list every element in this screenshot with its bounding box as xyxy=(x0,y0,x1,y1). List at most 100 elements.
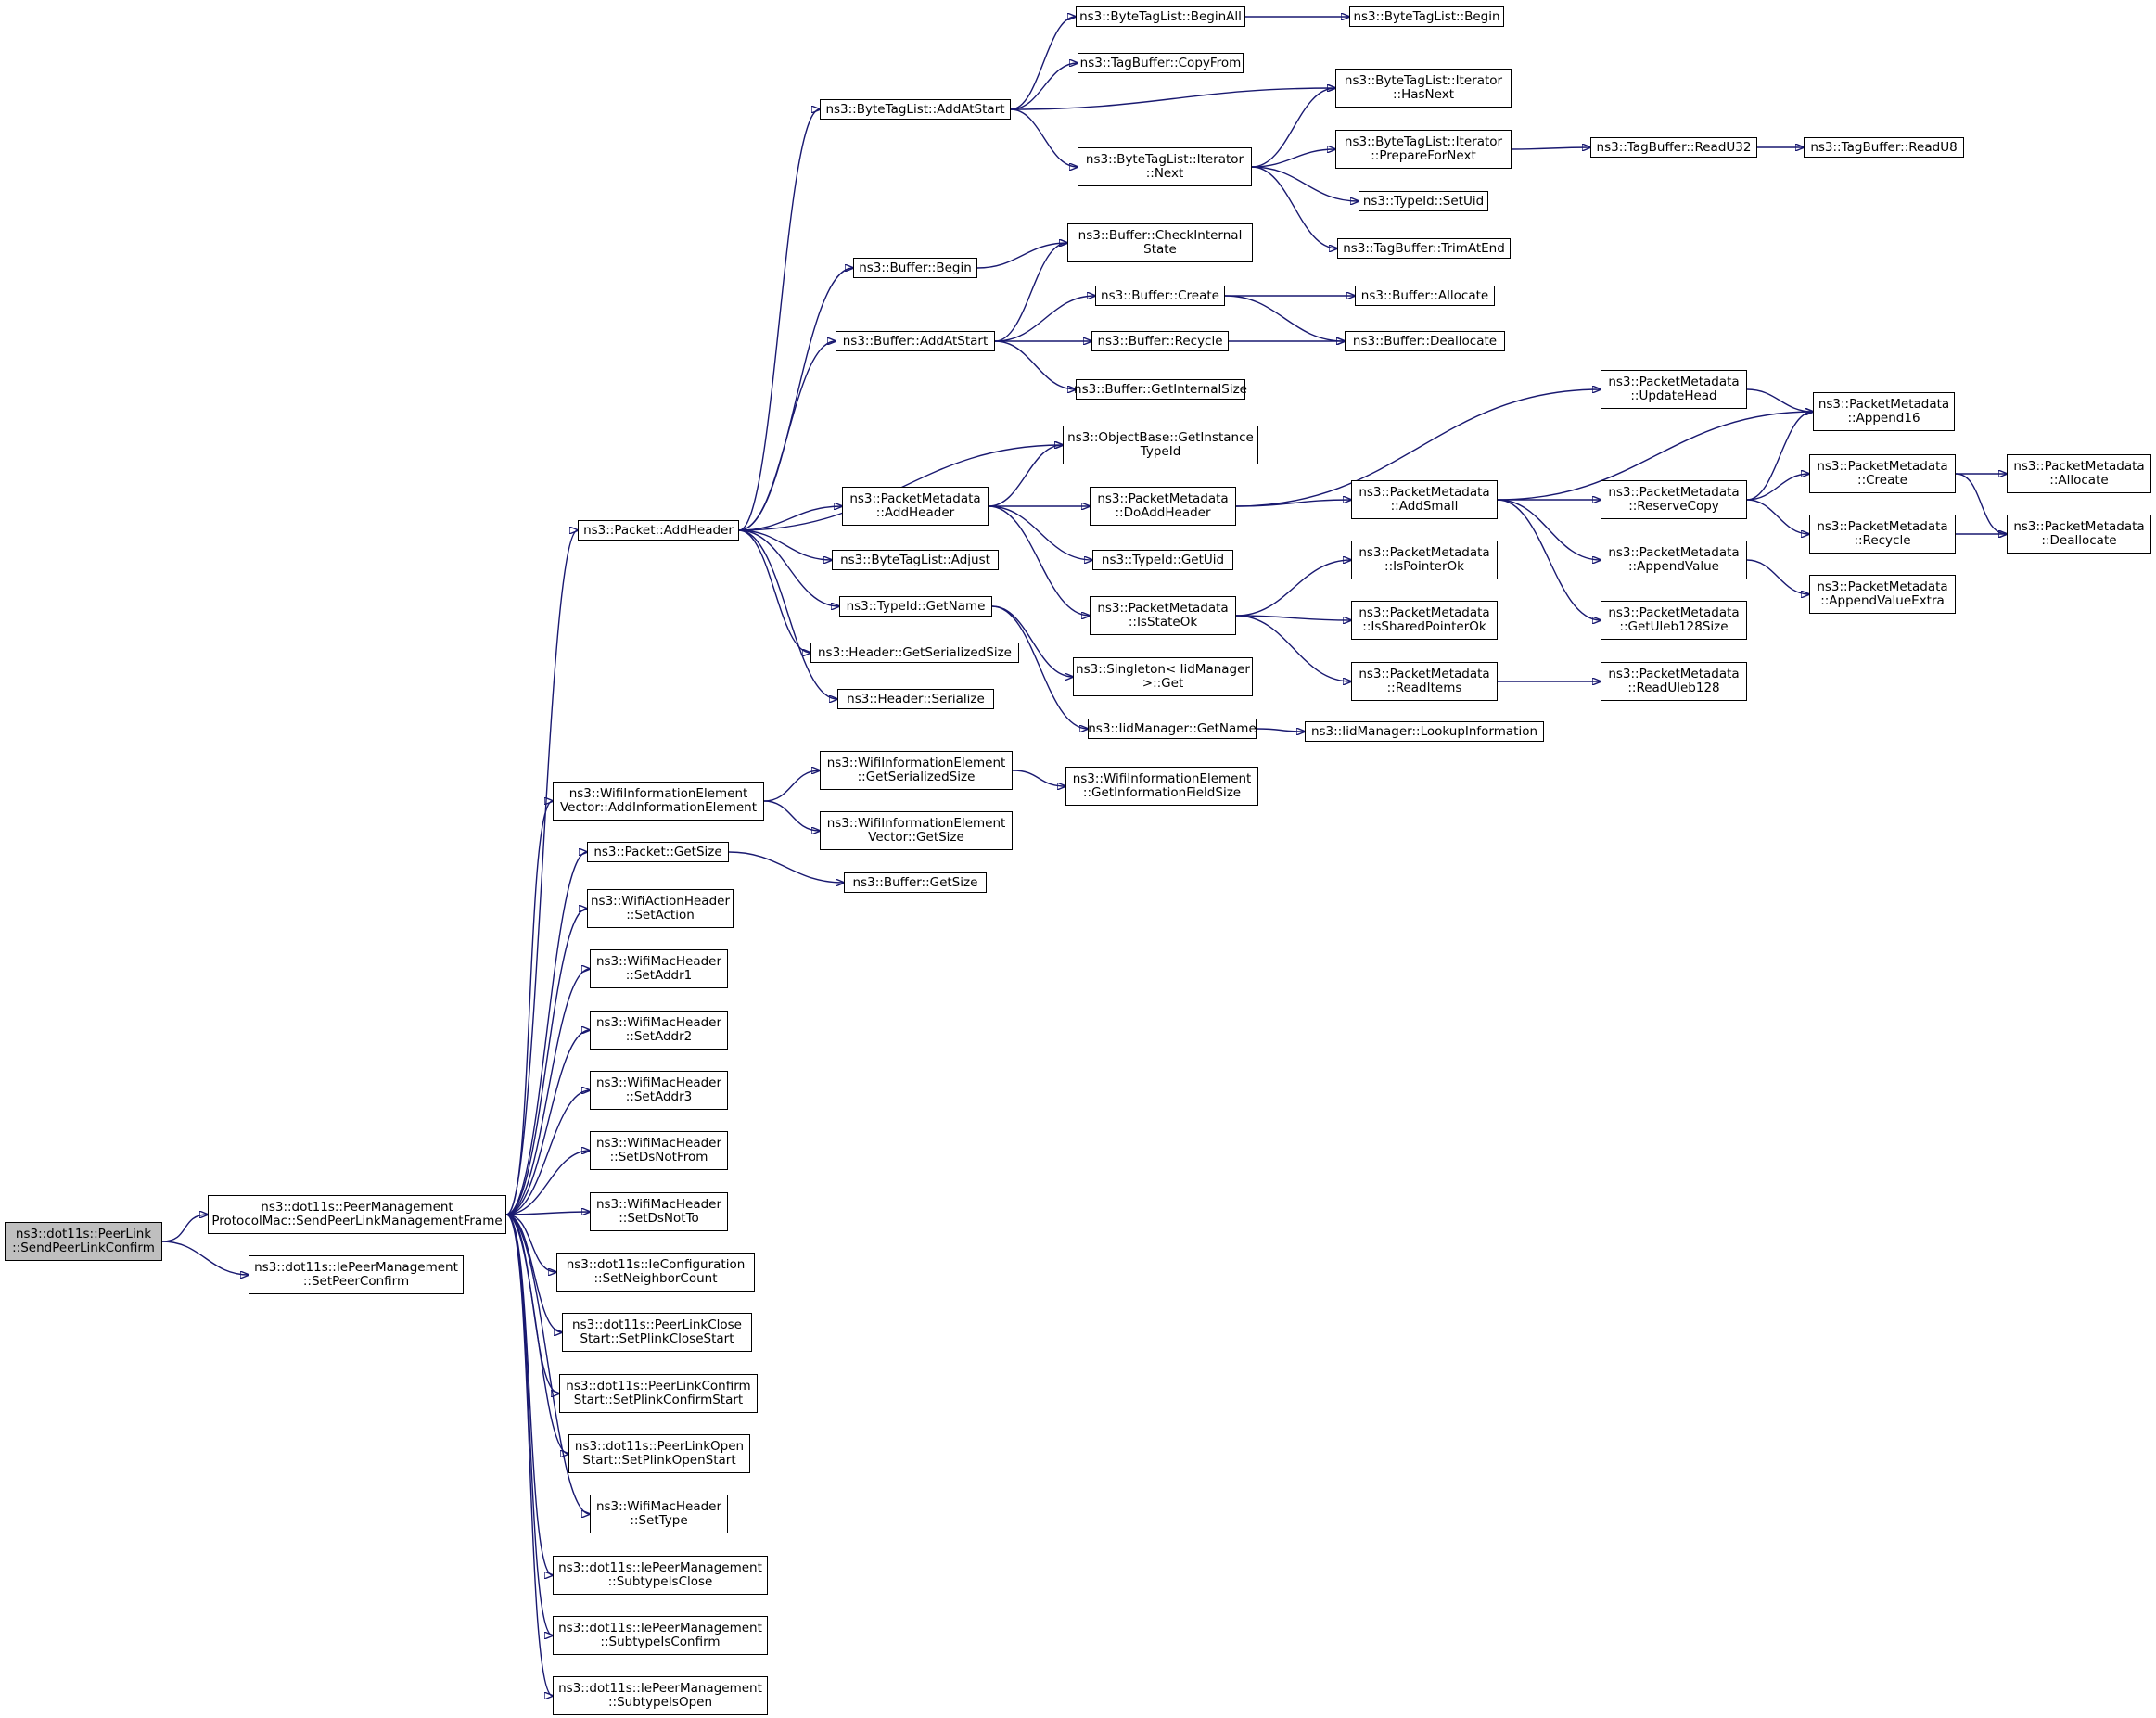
edge-btl-iter-next-to-btl-iter-hasnext xyxy=(1251,88,1335,168)
node-tb-trimatend[interactable]: ns3::TagBuffer::TrimAtEnd xyxy=(1337,238,1511,259)
node-tb-copyfrom[interactable]: ns3::TagBuffer::CopyFrom xyxy=(1078,53,1244,73)
edge-sendframe-to-subopen xyxy=(505,1214,553,1696)
edge-sendframe-to-pktgetsize xyxy=(505,852,587,1215)
edge-pm-reservecopy-to-pm-recycle xyxy=(1746,499,1809,534)
node-setaddr3[interactable]: ns3::WifiMacHeader ::SetAddr3 xyxy=(590,1071,728,1110)
edge-sendframe-to-settype xyxy=(505,1214,590,1514)
node-pm-readitems[interactable]: ns3::PacketMetadata ::ReadItems xyxy=(1351,662,1498,701)
node-pm-appendvalextra[interactable]: ns3::PacketMetadata ::AppendValueExtra xyxy=(1809,575,1956,614)
node-buf-addatstart[interactable]: ns3::Buffer::AddAtStart xyxy=(836,331,995,351)
edge-buf-addatstart-to-buf-getintsize xyxy=(994,340,1076,389)
node-btl-begin[interactable]: ns3::ByteTagList::Begin xyxy=(1349,6,1504,27)
node-setpeerconfirm[interactable]: ns3::dot11s::IePeerManagement ::SetPeerC… xyxy=(249,1255,464,1294)
node-wiev-getsize[interactable]: ns3::WifiInformationElement Vector::GetS… xyxy=(820,811,1013,850)
node-pm-isstateok[interactable]: ns3::PacketMetadata ::IsStateOk xyxy=(1090,596,1236,635)
edge-pm-addheader-to-pm-isstateok xyxy=(988,505,1090,616)
node-buf-dealloc[interactable]: ns3::Buffer::Deallocate xyxy=(1345,331,1505,351)
node-pm-dealloc[interactable]: ns3::PacketMetadata ::Deallocate xyxy=(2007,515,2151,554)
node-buf-recycle[interactable]: ns3::Buffer::Recycle xyxy=(1091,331,1229,351)
edge-wie-getsersize-to-wie-getinfosize xyxy=(1012,770,1065,786)
node-pm-allocate[interactable]: ns3::PacketMetadata ::Allocate xyxy=(2007,454,2151,493)
node-btl-addatstart[interactable]: ns3::ByteTagList::AddAtStart xyxy=(820,99,1011,120)
node-pm-append16[interactable]: ns3::PacketMetadata ::Append16 xyxy=(1813,392,1955,431)
node-addinfoel[interactable]: ns3::WifiInformationElement Vector::AddI… xyxy=(553,782,764,821)
node-pktgetsize[interactable]: ns3::Packet::GetSize xyxy=(587,842,729,862)
node-tb-readu32[interactable]: ns3::TagBuffer::ReadU32 xyxy=(1590,137,1757,158)
edge-btl-addatstart-to-btl-iter-next xyxy=(1010,108,1078,167)
edge-btl-iter-prep-to-tb-readu32 xyxy=(1511,147,1590,149)
node-setplinkconfirm[interactable]: ns3::dot11s::PeerLinkConfirm Start::SetP… xyxy=(559,1374,758,1413)
node-pm-updatehead[interactable]: ns3::PacketMetadata ::UpdateHead xyxy=(1601,370,1747,409)
edge-pm-addheader-to-typeid-getuid xyxy=(988,505,1092,560)
node-settype[interactable]: ns3::WifiMacHeader ::SetType xyxy=(590,1495,728,1533)
node-sendframe[interactable]: ns3::dot11s::PeerManagement ProtocolMac:… xyxy=(208,1195,506,1234)
edge-addheader-to-typeid-getname xyxy=(738,529,839,606)
edge-pm-updatehead-to-pm-append16 xyxy=(1746,388,1813,412)
edge-pm-doaddheader-to-pm-updatehead xyxy=(1235,389,1601,507)
edge-sendframe-to-setdsnotfrom xyxy=(505,1151,590,1215)
node-iid-lookup[interactable]: ns3::IidManager::LookupInformation xyxy=(1305,721,1544,742)
node-setplinkclose[interactable]: ns3::dot11s::PeerLinkClose Start::SetPli… xyxy=(562,1313,752,1352)
node-pm-addsmall[interactable]: ns3::PacketMetadata ::AddSmall xyxy=(1351,480,1498,519)
node-subconfirm[interactable]: ns3::dot11s::IePeerManagement ::SubtypeI… xyxy=(553,1616,768,1655)
node-tb-readu8[interactable]: ns3::TagBuffer::ReadU8 xyxy=(1804,137,1964,158)
node-iid-getname[interactable]: ns3::IidManager::GetName xyxy=(1088,719,1257,739)
node-setdsnotto[interactable]: ns3::WifiMacHeader ::SetDsNotTo xyxy=(590,1192,728,1231)
edge-addheader-to-hdr-serialize xyxy=(738,529,837,699)
node-addheader[interactable]: ns3::Packet::AddHeader xyxy=(578,520,739,541)
node-hdr-serialize[interactable]: ns3::Header::Serialize xyxy=(837,689,994,709)
node-hdr-getsersize[interactable]: ns3::Header::GetSerializedSize xyxy=(810,643,1019,663)
edge-addinfoel-to-wiev-getsize xyxy=(763,800,820,831)
edge-btl-addatstart-to-btl-beginall xyxy=(1010,17,1076,110)
edge-sendframe-to-subclose xyxy=(505,1214,553,1575)
node-typeid-setuid[interactable]: ns3::TypeId::SetUid xyxy=(1359,191,1488,211)
node-btl-iter-next[interactable]: ns3::ByteTagList::Iterator ::Next xyxy=(1078,147,1252,186)
node-buf-checkint[interactable]: ns3::Buffer::CheckInternal State xyxy=(1067,223,1253,262)
node-pm-reservecopy[interactable]: ns3::PacketMetadata ::ReserveCopy xyxy=(1601,480,1747,519)
node-setaddr2[interactable]: ns3::WifiMacHeader ::SetAddr2 xyxy=(590,1011,728,1050)
node-setaddr1[interactable]: ns3::WifiMacHeader ::SetAddr1 xyxy=(590,949,728,988)
node-setneighbor[interactable]: ns3::dot11s::IeConfiguration ::SetNeighb… xyxy=(556,1253,755,1292)
node-setdsnotfrom[interactable]: ns3::WifiMacHeader ::SetDsNotFrom xyxy=(590,1131,728,1170)
node-pm-addheader[interactable]: ns3::PacketMetadata ::AddHeader xyxy=(842,487,989,526)
edge-pm-reservecopy-to-pm-create xyxy=(1746,474,1809,501)
node-ob-gettypeid[interactable]: ns3::ObjectBase::GetInstance TypeId xyxy=(1063,426,1258,464)
node-pm-issharedptrok[interactable]: ns3::PacketMetadata ::IsSharedPointerOk xyxy=(1351,601,1498,640)
edge-pm-isstateok-to-pm-issharedptrok xyxy=(1235,615,1351,620)
node-buf-getsize[interactable]: ns3::Buffer::GetSize xyxy=(844,872,987,893)
node-pm-doaddheader[interactable]: ns3::PacketMetadata ::DoAddHeader xyxy=(1090,487,1236,526)
node-wie-getinfosize[interactable]: ns3::WifiInformationElement ::GetInforma… xyxy=(1065,767,1258,806)
node-pm-appendvalue[interactable]: ns3::PacketMetadata ::AppendValue xyxy=(1601,541,1747,579)
node-btl-iter-hasnext[interactable]: ns3::ByteTagList::Iterator ::HasNext xyxy=(1335,69,1512,108)
edge-addheader-to-buf-addatstart xyxy=(738,341,836,531)
node-pm-recycle[interactable]: ns3::PacketMetadata ::Recycle xyxy=(1809,515,1956,554)
edge-sendframe-to-setaction xyxy=(505,909,587,1215)
edge-buf-addatstart-to-buf-create xyxy=(994,296,1095,342)
node-typeid-getname[interactable]: ns3::TypeId::GetName xyxy=(839,596,992,617)
node-singleton-get[interactable]: ns3::Singleton< IidManager >::Get xyxy=(1073,657,1253,696)
node-btl-iter-prep[interactable]: ns3::ByteTagList::Iterator ::PrepareForN… xyxy=(1335,130,1512,169)
node-root[interactable]: ns3::dot11s::PeerLink ::SendPeerLinkConf… xyxy=(5,1222,162,1261)
node-subopen[interactable]: ns3::dot11s::IePeerManagement ::SubtypeI… xyxy=(553,1676,768,1715)
node-buf-begin[interactable]: ns3::Buffer::Begin xyxy=(853,258,977,278)
edge-pm-addheader-to-ob-gettypeid xyxy=(988,445,1063,507)
node-pm-ispointerok[interactable]: ns3::PacketMetadata ::IsPointerOk xyxy=(1351,541,1498,579)
node-pm-getuleb[interactable]: ns3::PacketMetadata ::GetUleb128Size xyxy=(1601,601,1747,640)
edge-btl-addatstart-to-tb-copyfrom xyxy=(1010,63,1078,110)
edge-addinfoel-to-wie-getsersize xyxy=(763,770,820,802)
node-pm-create[interactable]: ns3::PacketMetadata ::Create xyxy=(1809,454,1956,493)
node-subclose[interactable]: ns3::dot11s::IePeerManagement ::SubtypeI… xyxy=(553,1556,768,1595)
node-setaction[interactable]: ns3::WifiActionHeader ::SetAction xyxy=(587,889,734,928)
node-wie-getsersize[interactable]: ns3::WifiInformationElement ::GetSeriali… xyxy=(820,751,1013,790)
edge-buf-addatstart-to-buf-checkint xyxy=(994,243,1067,342)
node-typeid-getuid[interactable]: ns3::TypeId::GetUid xyxy=(1092,550,1233,570)
node-pm-readuleb[interactable]: ns3::PacketMetadata ::ReadUleb128 xyxy=(1601,662,1747,701)
node-buf-create[interactable]: ns3::Buffer::Create xyxy=(1095,286,1225,306)
node-btl-adjust[interactable]: ns3::ByteTagList::Adjust xyxy=(832,550,999,570)
edge-pm-addsmall-to-pm-append16 xyxy=(1497,412,1813,501)
node-btl-beginall[interactable]: ns3::ByteTagList::BeginAll xyxy=(1076,6,1245,27)
node-buf-allocate[interactable]: ns3::Buffer::Allocate xyxy=(1355,286,1495,306)
node-setplinkopen[interactable]: ns3::dot11s::PeerLinkOpen Start::SetPlin… xyxy=(568,1434,750,1473)
node-buf-getintsize[interactable]: ns3::Buffer::GetInternalSize xyxy=(1074,379,1247,400)
